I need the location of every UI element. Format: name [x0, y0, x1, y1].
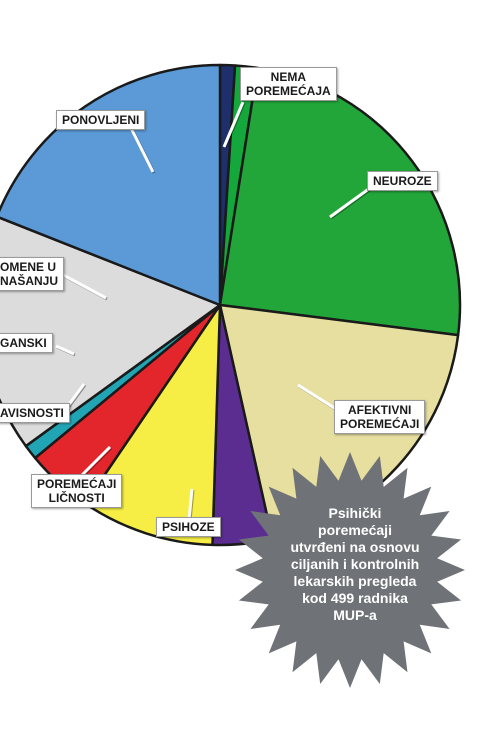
leader-line-2: [297, 383, 337, 411]
label-neuroze: NEUROZE: [367, 171, 438, 191]
label-zavisnosti: AVISNOSTI: [0, 403, 70, 423]
label-poremecaji-licnosti: POREMEĆAJI LIČNOSTI: [31, 474, 123, 508]
label-afektivni-poremecaji: AFEKTIVNI POREMEĆAJI: [334, 400, 426, 434]
leader-line-0: [222, 101, 245, 148]
pie-slice-2: [218, 66, 462, 337]
leader-line-6: [55, 344, 75, 356]
label-nema-poremecaja: NEMA POREMEĆAJA: [240, 67, 337, 101]
leader-line-1: [329, 186, 371, 219]
pie-slice-9: [0, 63, 222, 307]
leader-line-3: [187, 488, 194, 521]
callout-text: Psihički poremećaji utvrđeni na osnovu c…: [290, 505, 420, 623]
leader-line-8: [129, 127, 155, 173]
label-promene-u-ponasanju: OMENE U NAŠANJU: [0, 257, 65, 291]
label-ponovljeni: PONOVLJENI: [56, 110, 146, 130]
callout-starburst: [235, 452, 465, 688]
label-psihoze: PSIHOZE: [156, 517, 221, 537]
label-organski: GANSKI: [0, 333, 53, 353]
